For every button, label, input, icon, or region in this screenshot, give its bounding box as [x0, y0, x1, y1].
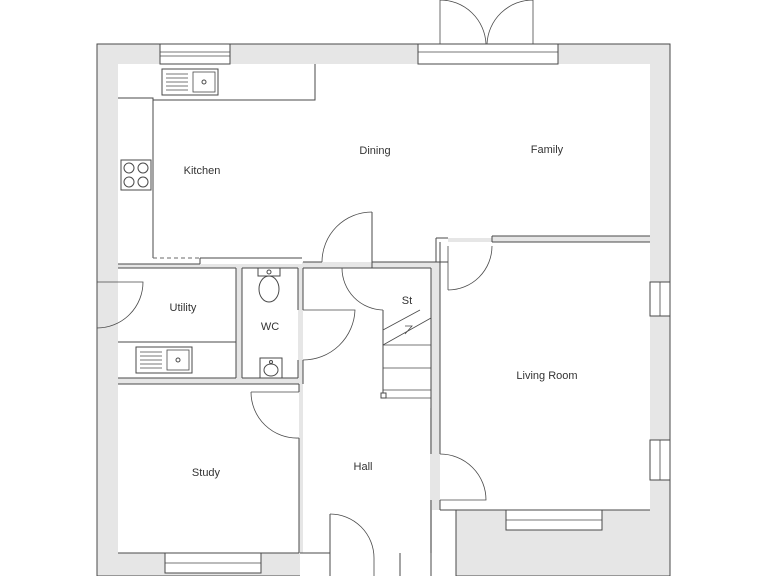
window-kitchen [159, 43, 231, 65]
kitchen-sink [161, 68, 219, 96]
living-room-floor [440, 242, 650, 510]
door-wc [302, 309, 356, 361]
door-study [250, 391, 300, 439]
label-family: Family [531, 144, 564, 156]
staircase [380, 309, 432, 399]
right-notch [432, 510, 456, 576]
door-french-right [486, 0, 534, 45]
doors [96, 0, 534, 576]
wc-toilet [258, 275, 280, 303]
room-labels: Kitchen Dining Family Utility WC St Livi… [170, 144, 578, 479]
wc-fittings [257, 267, 283, 379]
windows [159, 43, 671, 574]
door-dining-hall [321, 211, 373, 263]
kitchen-worktop [118, 64, 316, 258]
door-front [329, 513, 375, 576]
study-floor [118, 384, 299, 553]
label-study: Study [192, 467, 221, 479]
window-french [417, 43, 559, 65]
door-st [341, 267, 384, 311]
door-french-left [439, 0, 487, 45]
label-utility: Utility [170, 302, 197, 314]
label-kitchen: Kitchen [184, 165, 221, 177]
utility-fittings [118, 341, 236, 374]
internal-walls [118, 212, 650, 576]
bottom-notch [300, 553, 456, 576]
kitchen-fittings [118, 64, 316, 259]
door-living-top [447, 245, 493, 291]
door-living-hall [439, 453, 487, 501]
label-dining: Dining [359, 145, 390, 157]
label-wc: WC [261, 321, 279, 333]
kitchen-dining-family-floor [118, 64, 650, 264]
label-hall: Hall [354, 461, 373, 473]
room-floors [118, 64, 650, 576]
label-st: St [402, 295, 412, 307]
label-living-room: Living Room [516, 370, 577, 382]
door-utility [96, 281, 144, 329]
